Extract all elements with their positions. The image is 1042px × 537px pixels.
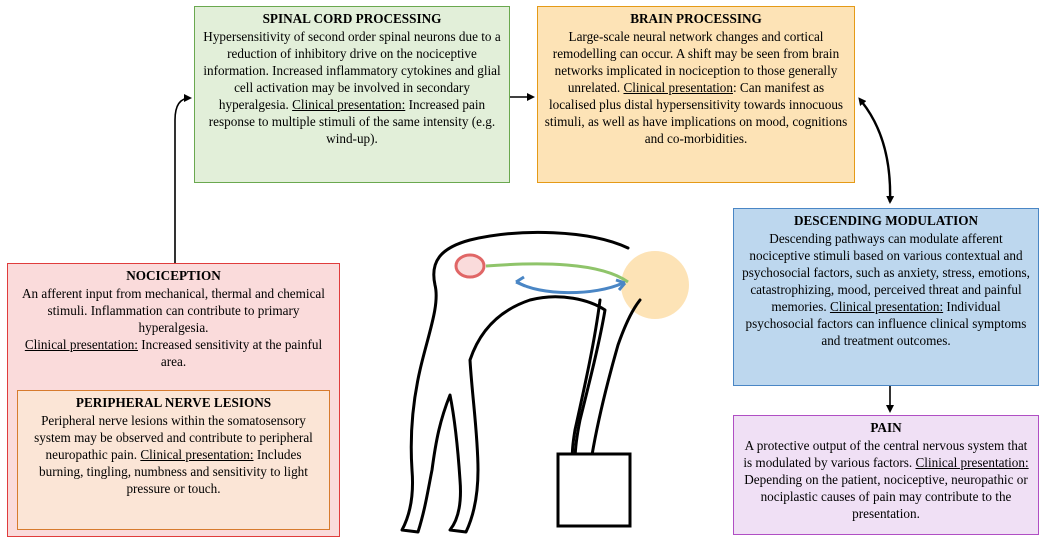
peripheral-body: Peripheral nerve lesions within the soma… <box>24 412 323 497</box>
peripheral-clinical-label: Clinical presentation: <box>140 447 253 462</box>
descending-clinical-label: Clinical presentation: <box>830 299 943 314</box>
nociception-title: NOCICEPTION <box>14 267 333 285</box>
peripheral-title: PERIPHERAL NERVE LESIONS <box>24 394 323 412</box>
nociception-box: NOCICEPTION An afferent input from mecha… <box>7 263 340 537</box>
brain-processing-box: BRAIN PROCESSING Large-scale neural netw… <box>537 6 855 183</box>
spinal-body: Hypersensitivity of second order spinal … <box>201 28 503 147</box>
spinal-title: SPINAL CORD PROCESSING <box>201 10 503 28</box>
descending-modulation-box: DESCENDING MODULATION Descending pathway… <box>733 208 1039 386</box>
spinal-cord-processing-box: SPINAL CORD PROCESSING Hypersensitivity … <box>194 6 510 183</box>
lifted-box-icon <box>558 454 630 526</box>
pain-site-icon <box>456 255 484 277</box>
ascending-pathway-icon <box>486 264 628 282</box>
brain-clinical-label: Clinical presentation <box>623 80 733 95</box>
nociception-clinical-label: Clinical presentation: <box>25 337 138 352</box>
nociception-body: An afferent input from mechanical, therm… <box>14 285 333 370</box>
descending-title: DESCENDING MODULATION <box>740 212 1032 230</box>
peripheral-nerve-lesions-box: PERIPHERAL NERVE LESIONS Peripheral nerv… <box>17 390 330 530</box>
spinal-clinical-label: Clinical presentation: <box>292 97 405 112</box>
pain-title: PAIN <box>740 419 1032 437</box>
descending-pathway-icon <box>517 282 623 293</box>
descending-body: Descending pathways can modulate afferen… <box>740 230 1032 349</box>
pain-body: A protective output of the central nervo… <box>740 437 1032 522</box>
pain-box: PAIN A protective output of the central … <box>733 415 1039 535</box>
brain-title: BRAIN PROCESSING <box>544 10 848 28</box>
nociception-clinical-text: Increased sensitivity at the painful are… <box>138 337 322 369</box>
head-icon <box>621 251 689 319</box>
pain-clinical-label: Clinical presentation: <box>915 455 1028 470</box>
brain-body: Large-scale neural network changes and c… <box>544 28 848 147</box>
pain-clinical-text: Depending on the patient, nociceptive, n… <box>744 472 1027 521</box>
